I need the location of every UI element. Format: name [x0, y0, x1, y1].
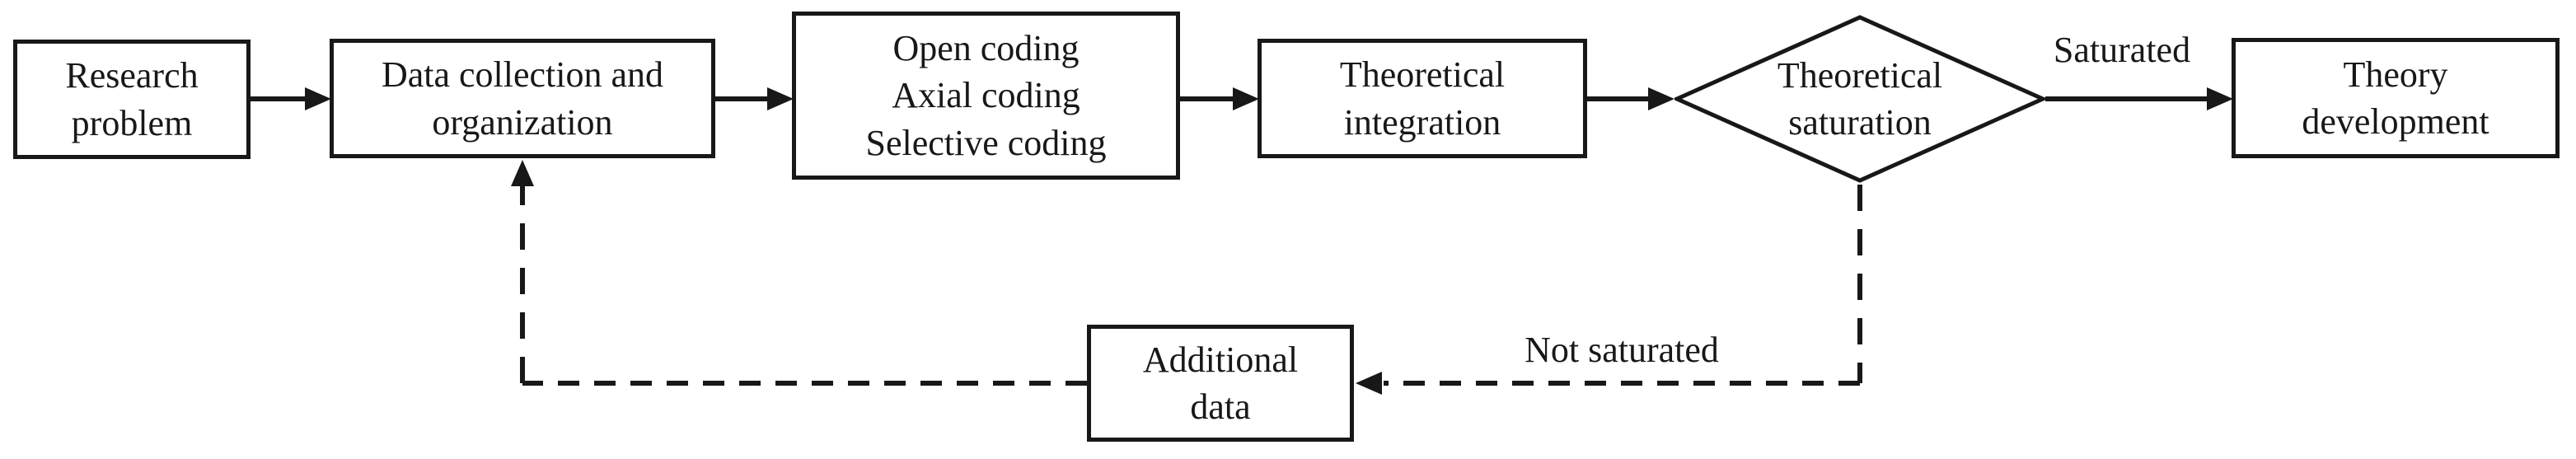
arrowhead-saturated-to-theory	[2207, 87, 2233, 110]
node-additional-data: Additional data	[1087, 325, 1354, 442]
arrowhead-coding-to-integration	[1233, 87, 1259, 110]
not-saturated-label: Not saturated	[1525, 330, 1719, 370]
node-theoretical-integration: Theoretical integration	[1258, 39, 1587, 158]
saturated-label: Saturated	[2053, 30, 2191, 70]
arrowhead-collection-to-coding	[767, 87, 794, 110]
arrowhead-into-additional-data	[1356, 372, 1382, 395]
node-data-collection-label: Data collection and organization	[381, 54, 664, 143]
arrowhead-research-to-collection	[305, 87, 331, 110]
node-coding-label: Open coding Axial coding Selective codin…	[865, 28, 1107, 163]
arrowhead-into-data-collection	[511, 160, 534, 186]
node-coding: Open coding Axial coding Selective codin…	[792, 12, 1180, 180]
arrowhead-integration-to-saturation	[1648, 87, 1674, 110]
node-theoretical-integration-label: Theoretical integration	[1339, 54, 1506, 143]
node-theoretical-saturation: Theoretical saturation	[1674, 15, 2045, 183]
node-research-problem-label: Research problem	[65, 55, 199, 143]
node-additional-data-label: Additional data	[1142, 339, 1299, 427]
node-data-collection: Data collection and organization	[330, 39, 715, 158]
node-theory-development: Theory development	[2232, 38, 2560, 158]
node-theory-development-label: Theory development	[2302, 54, 2489, 142]
node-theoretical-saturation-label: Theoretical saturation	[1777, 54, 1943, 143]
node-research-problem: Research problem	[13, 40, 251, 159]
diamond-shape	[1674, 15, 2045, 183]
